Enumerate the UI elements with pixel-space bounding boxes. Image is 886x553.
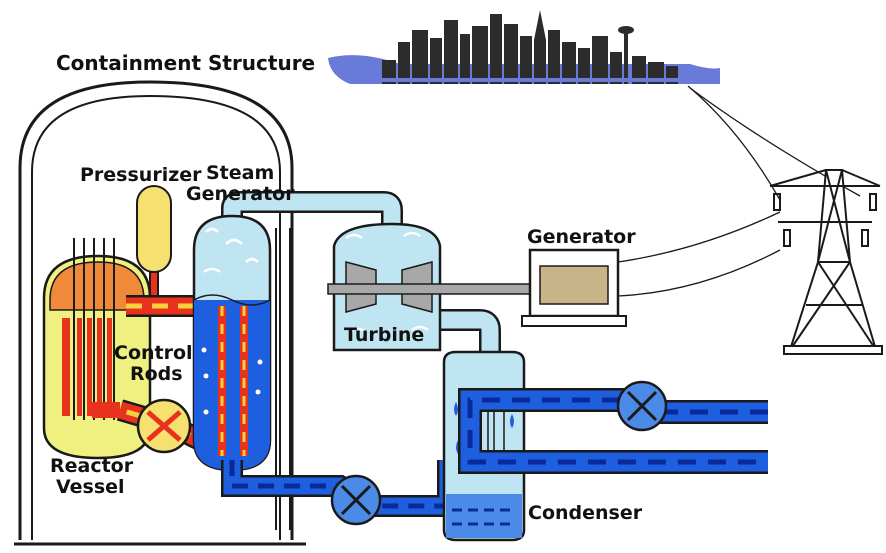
turbine-label: Turbine	[344, 324, 425, 346]
city-skyline	[328, 10, 720, 84]
steam-generator	[192, 214, 272, 472]
feedwater-pump	[330, 474, 382, 526]
condenser-label: Condenser	[528, 502, 643, 524]
steam-generator-label-line2: Generator	[186, 183, 295, 205]
transmission-tower	[769, 169, 883, 355]
containment-structure-label: Containment Structure	[56, 51, 316, 75]
steam-pipe	[221, 191, 501, 352]
condenser	[442, 350, 526, 542]
reactor-vessel-label-line2: Vessel	[56, 476, 125, 498]
primary-pump	[136, 398, 192, 454]
control-rods-label-line2: Rods	[130, 363, 183, 385]
pressurizer	[136, 185, 172, 299]
cooling-water-loop	[458, 388, 768, 474]
control-rods-label-line1: Control	[114, 342, 193, 364]
generator	[521, 248, 627, 327]
pressurizer-label: Pressurizer	[80, 164, 202, 186]
reactor-vessel-label-line1: Reactor	[50, 455, 134, 477]
turbine-shaft	[327, 283, 545, 295]
cooling-pump	[616, 380, 668, 432]
generator-label: Generator	[527, 226, 636, 248]
steam-generator-label-line1: Steam	[206, 162, 275, 184]
